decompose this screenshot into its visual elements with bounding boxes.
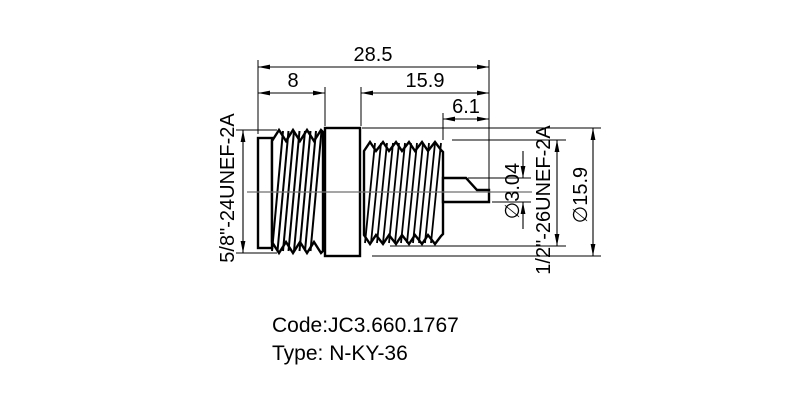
dim-front-thread: 5/8"-24UNEF-2A xyxy=(217,113,239,263)
note-type: Type: N-KY-36 xyxy=(272,342,408,365)
notes: Code:JC3.660.1767 Type: N-KY-36 xyxy=(272,314,459,365)
dimension-arrows xyxy=(240,64,596,256)
front-face-cap xyxy=(256,136,274,250)
dim-pin-length: 6.1 xyxy=(452,96,480,118)
dim-rear-length: 15.9 xyxy=(406,70,445,92)
extension-lines xyxy=(236,60,601,257)
dimension-lines xyxy=(242,66,594,256)
dimension-labels: 28.5 8 15.9 6.1 5/8"-24UNEF-2A ∅3.04 1/2… xyxy=(217,44,592,275)
dim-body-diameter: ∅15.9 xyxy=(570,167,592,223)
rear-thread-lines xyxy=(364,142,442,244)
dim-pin-diameter: ∅3.04 xyxy=(502,163,524,219)
dim-total-length: 28.5 xyxy=(354,44,393,66)
dim-front-length: 8 xyxy=(287,70,298,92)
dim-rear-thread: 1/2"-26UNEF-2A xyxy=(533,125,555,275)
center-pin xyxy=(441,176,491,204)
note-code: Code:JC3.660.1767 xyxy=(272,314,459,337)
front-thread-lines xyxy=(271,130,323,252)
